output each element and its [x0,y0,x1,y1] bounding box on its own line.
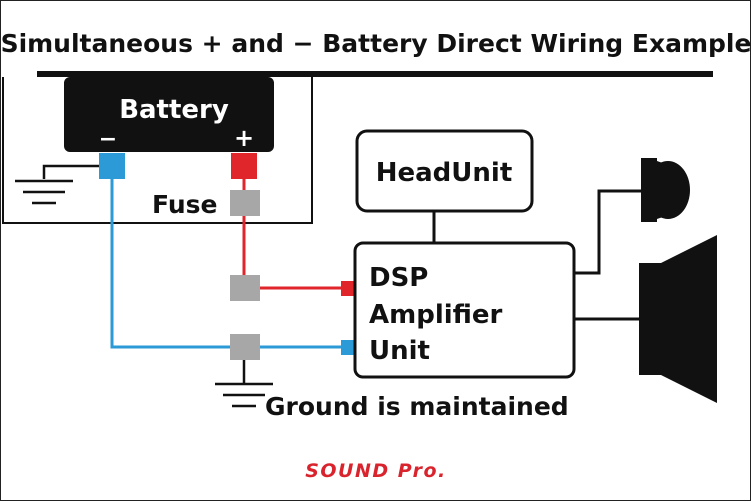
ground-symbol-icon [15,179,73,205]
positive-terminal [231,153,257,179]
dsp-label-line1: DSP [369,263,428,293]
negative-wire [110,177,343,349]
brand-logo: SOUND Pro. [305,460,447,482]
vehicle-frame [2,77,313,224]
fuse-label: Fuse [152,190,217,219]
diagram-title: Simultaneous + and − Battery Direct Wiri… [1,29,751,58]
battery-positive-sign: + [234,124,254,152]
positive-connector [230,275,260,301]
head-unit-label: HeadUnit [376,158,513,188]
dsp-amplifier-box [353,241,576,379]
battery-label: Battery [119,95,229,125]
negative-connector [230,334,260,360]
speaker-icon [639,235,717,403]
negative-terminal [99,153,125,179]
battery-negative-sign: − [99,127,117,152]
ground-label: Ground is maintained [265,392,569,421]
dsp-negative-input [341,340,355,355]
ground-symbol-icon [215,382,273,408]
head-unit-box [355,129,534,213]
dsp-label-line3: Unit [369,336,430,366]
fuse [230,190,260,216]
battery-body [64,77,274,152]
tweeter-icon [641,158,690,222]
chassis-ground-wire [42,164,99,179]
tweeter-wire [574,189,641,275]
dsp-label-line2: Amplifier [369,300,503,330]
dsp-positive-input [341,281,355,296]
